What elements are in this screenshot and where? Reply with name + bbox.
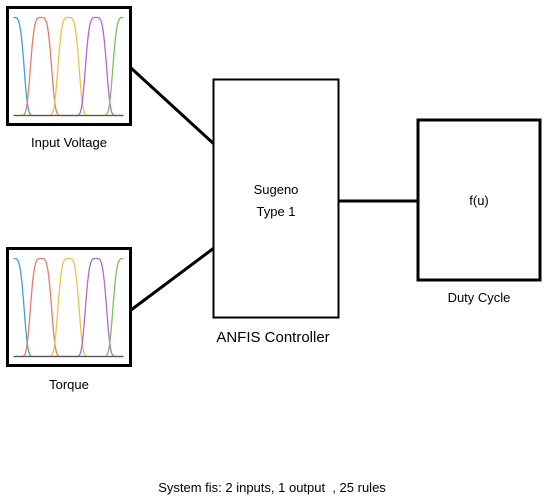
anfis-controller-block: Sugeno Type 1 ANFIS Controller xyxy=(212,78,340,346)
output-function-text: f(u) xyxy=(469,193,489,208)
controller-type-line1: Sugeno xyxy=(254,182,299,197)
controller-label: ANFIS Controller xyxy=(216,329,329,346)
controller-box xyxy=(212,78,340,319)
torque-block: Torque xyxy=(6,247,132,392)
output-block: f(u) Duty Cycle xyxy=(416,118,542,305)
connector-input-voltage xyxy=(129,66,216,146)
output-label: Duty Cycle xyxy=(448,290,511,305)
input-voltage-block: Input Voltage xyxy=(6,6,132,150)
connector-torque xyxy=(130,246,215,312)
output-box xyxy=(416,118,542,282)
controller-type-line2: Type 1 xyxy=(256,204,295,219)
connectors xyxy=(129,66,418,312)
membership-function-plot xyxy=(13,257,124,358)
system-info-text: System fis: 2 inputs, 1 output , 25 rule… xyxy=(158,480,386,495)
torque-label: Torque xyxy=(49,377,89,392)
membership-function-plot xyxy=(13,16,124,117)
input-voltage-label: Input Voltage xyxy=(31,135,107,150)
